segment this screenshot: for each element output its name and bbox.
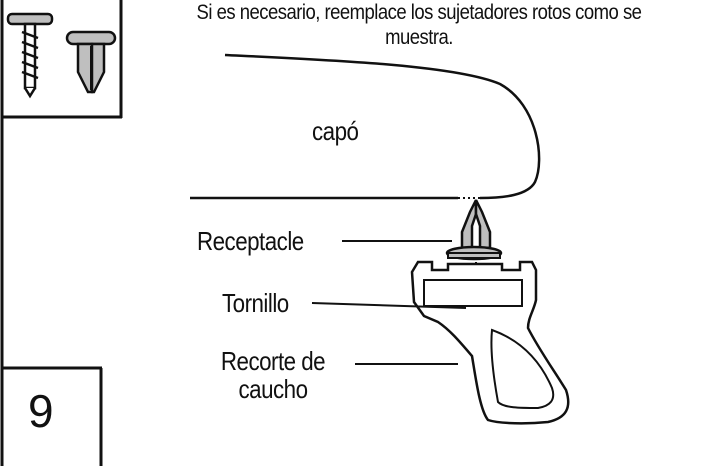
- fastener-icons-box: [0, 0, 123, 119]
- screw-icon: [6, 12, 54, 99]
- step-number: 9: [28, 385, 54, 437]
- hood-label: capó: [312, 116, 359, 146]
- instruction-text: Si es necesario, reemplace los sujetador…: [196, 0, 642, 49]
- receptacle-fastener: [445, 199, 503, 261]
- hood-outline: [190, 53, 541, 200]
- screw-label: Tornillo: [222, 288, 289, 318]
- rubber-cutout-label-line1: Recorte de: [220, 346, 326, 376]
- receptacle-label: Receptacle: [197, 226, 304, 256]
- rubber-cutout: [410, 260, 570, 425]
- screw-leader-line: [311, 302, 467, 309]
- push-pin-fastener-icon: [65, 30, 117, 94]
- step-number-box: [2, 366, 103, 466]
- rubber-cutout-label-line2: caucho: [238, 374, 308, 404]
